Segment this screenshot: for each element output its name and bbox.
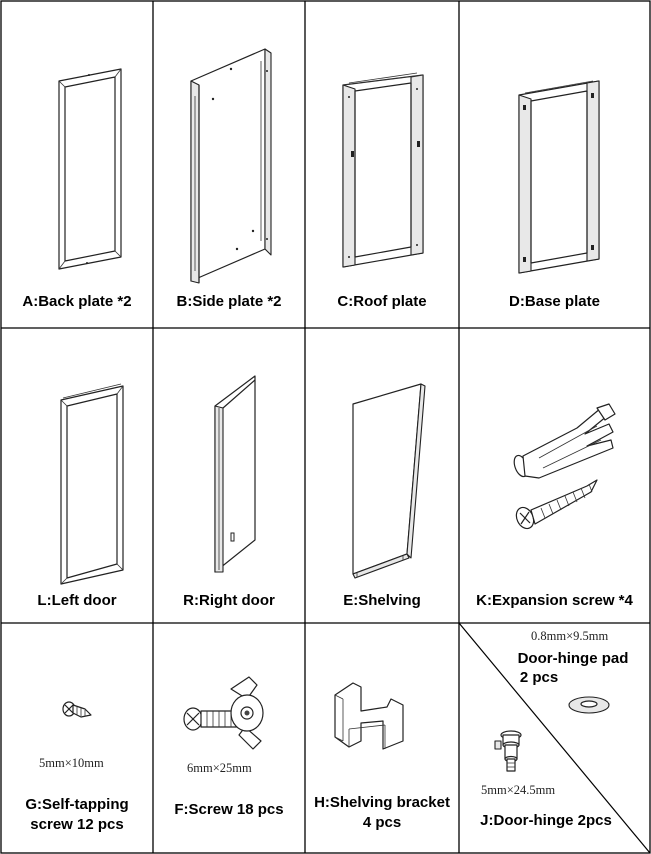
part-label-g-line2: screw 12 pcs — [30, 816, 124, 833]
back-plate-drawing — [58, 68, 122, 270]
self-tapping-screw-icon — [62, 701, 92, 718]
dimension-door-hinge: 5mm×24.5mm — [481, 783, 556, 797]
part-label-c: C:Roof plate — [337, 293, 427, 310]
part-cell-f: 6mm×25mm F:Screw 18 pcs — [153, 623, 305, 853]
dimension-screw: 6mm×25mm — [187, 761, 252, 775]
part-label-a: A:Back plate *2 — [22, 293, 132, 310]
dimension-hinge-pad: 0.8mm×9.5mm — [531, 629, 609, 643]
part-label-hinge-pad-line2: 2 pcs — [519, 669, 559, 686]
shelving-drawing — [352, 383, 426, 579]
left-door-drawing — [60, 383, 124, 585]
part-label-j: J:Door-hinge 2pcs — [480, 812, 612, 829]
part-label-h-line2: 4 pcs — [362, 814, 402, 831]
part-label-r: R:Right door — [183, 592, 275, 609]
part-cell-h: H:Shelving bracket 4 pcs — [305, 623, 459, 853]
right-door-drawing — [214, 375, 256, 573]
part-cell-k: K:Expansion screw *4 — [459, 328, 650, 623]
part-cell-r: R:Right door — [153, 328, 305, 623]
part-cell-b: B:Side plate *2 — [153, 1, 305, 328]
shelving-bracket-drawing — [334, 682, 404, 750]
diagonal-divider — [458, 622, 651, 854]
part-label-d: D:Base plate — [509, 293, 600, 310]
shelving-bracket-icon — [334, 682, 404, 750]
part-cell-l: L:Left door — [1, 328, 153, 623]
part-cell-e: E:Shelving — [305, 328, 459, 623]
part-cell-c: C:Roof plate — [305, 1, 459, 328]
wall-anchor-icon — [513, 403, 616, 479]
part-cell-g: 5mm×10mm G:Self-tapping screw 12 pcs — [1, 623, 153, 853]
screw-drawing — [183, 676, 264, 750]
part-cell-d: D:Base plate — [459, 1, 650, 328]
part-cell-hinge-pad: 0.8mm×9.5mm Door-hinge pad 2 pcs 5mm×24.… — [459, 623, 650, 853]
machine-screw-icon — [183, 707, 240, 731]
self-tapping-screw-drawing — [62, 701, 92, 718]
expansion-screw-drawing — [513, 403, 616, 530]
part-label-h-line1: H:Shelving bracket — [314, 794, 450, 811]
dimension-self-tapping: 5mm×10mm — [39, 756, 104, 770]
wing-nut-icon — [230, 676, 264, 750]
part-label-f: F:Screw 18 pcs — [174, 801, 284, 818]
base-plate-drawing — [518, 80, 600, 274]
roof-plate-drawing — [342, 72, 424, 268]
hinge-pad-drawing — [494, 696, 610, 772]
part-label-e: E:Shelving — [343, 592, 421, 609]
part-label-b: B:Side plate *2 — [176, 293, 282, 310]
part-cell-a: A:Back plate *2 — [1, 1, 153, 328]
door-hinge-pin-icon — [494, 730, 522, 772]
side-plate-drawing — [190, 48, 272, 284]
part-label-k: K:Expansion screw *4 — [476, 592, 633, 609]
part-label-l: L:Left door — [37, 592, 117, 609]
part-label-hinge-pad-line1: Door-hinge pad — [517, 650, 629, 667]
hinge-pad-washer-icon — [568, 696, 610, 714]
part-label-g-line1: G:Self-tapping — [25, 796, 129, 813]
wood-screw-icon — [515, 479, 598, 530]
